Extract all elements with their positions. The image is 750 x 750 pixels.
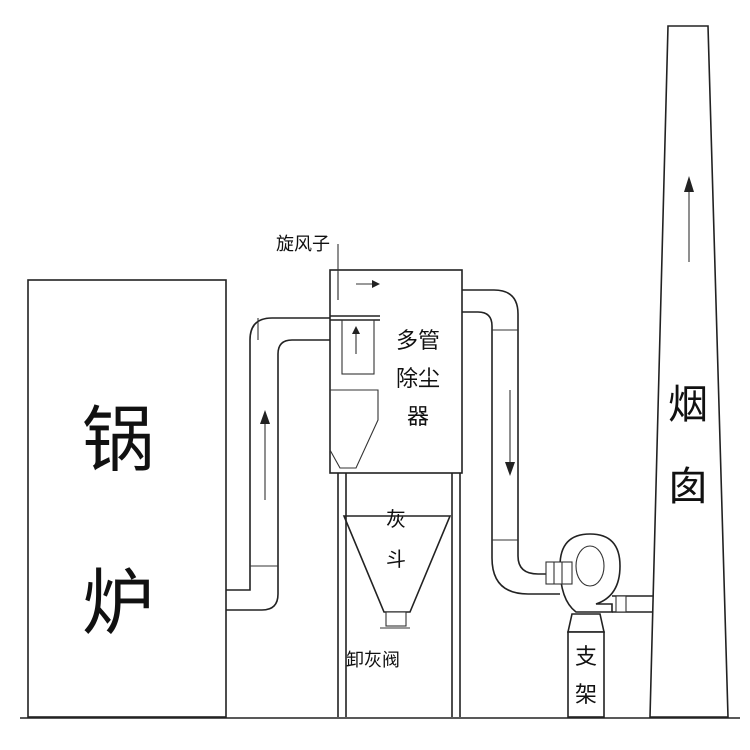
collector-label-3: 器 — [407, 405, 429, 430]
support-label-2: 架 — [575, 683, 597, 708]
flow-arrow-chimney-icon — [684, 176, 694, 192]
chimney-label-2: 囱 — [668, 464, 708, 510]
collector-label-2: 除尘 — [396, 367, 440, 392]
chimney-label-1: 烟 — [668, 382, 708, 428]
boiler-label-1: 锅 — [82, 398, 154, 482]
flow-arrow-down-icon — [505, 462, 515, 476]
multi-tube-dust-collector: 多管 除尘 器 — [329, 269, 463, 474]
cyclone-callout: 旋风子 — [276, 234, 339, 300]
hopper-label-2: 斗 — [386, 547, 406, 571]
boiler-label-2: 炉 — [82, 561, 154, 645]
hopper-label-1: 灰 — [386, 507, 406, 531]
flow-arrow-up-icon — [260, 410, 270, 424]
support-label-1: 支 — [575, 645, 597, 670]
collector-label-1: 多管 — [396, 329, 440, 354]
boiler: 锅 炉 — [27, 279, 227, 718]
fan-support: 支 架 — [567, 613, 605, 718]
inlet-duct — [226, 317, 338, 611]
induced-draft-fan — [545, 533, 656, 613]
ash-hopper: 灰 斗 — [337, 473, 461, 717]
cyclone-label: 旋风子 — [276, 234, 330, 255]
outlet-duct — [462, 289, 560, 595]
ash-valve-label: 卸灰阀 — [346, 650, 400, 671]
ash-discharge-valve: 卸灰阀 — [346, 611, 410, 671]
chimney: 烟 囱 — [649, 25, 729, 718]
